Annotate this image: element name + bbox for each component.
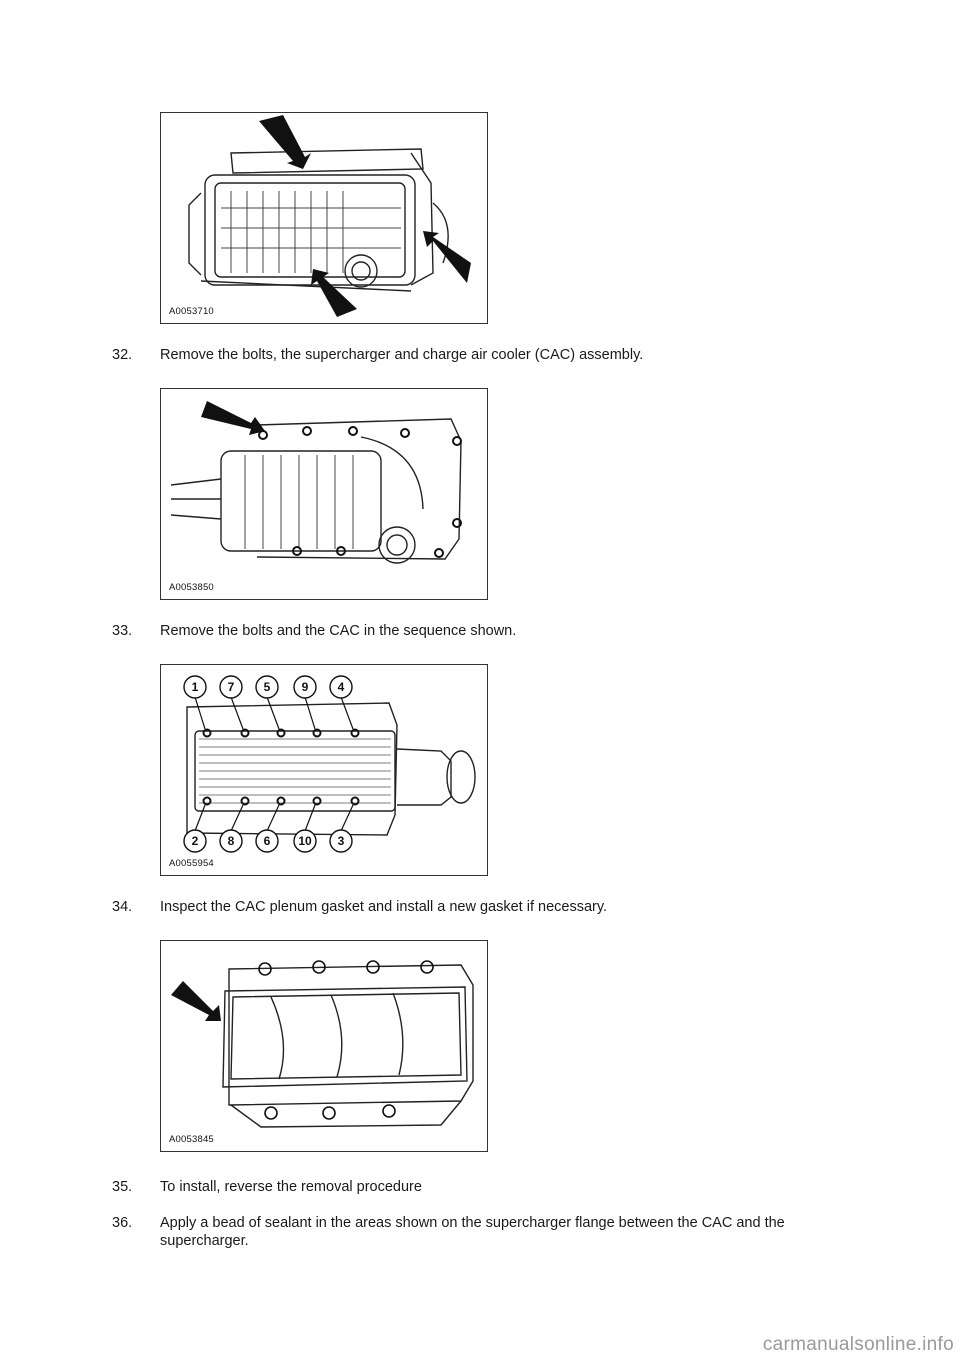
step-35: 35. To install, reverse the removal proc… <box>112 1178 852 1196</box>
callout-arrows <box>259 115 471 317</box>
step-34: 34. Inspect the CAC plenum gasket and in… <box>112 898 852 916</box>
step-number: 33. <box>112 623 133 639</box>
cac-bolt-sequence-illustration: 1 7 5 9 4 2 8 6 10 3 <box>183 675 476 853</box>
step-33: 33. Remove the bolts and the CAC in the … <box>112 622 852 640</box>
callout-label: 1 <box>192 680 199 694</box>
step-text: To install, reverse the removal procedur… <box>160 1179 422 1195</box>
callout-label: 8 <box>228 834 235 848</box>
callout-label: 7 <box>228 680 235 694</box>
step-text: Remove the bolts, the supercharger and c… <box>160 347 644 363</box>
callout-label: 2 <box>192 834 199 848</box>
figure-id: A0053845 <box>169 1134 214 1145</box>
figure-a0053850: A0053850 <box>160 388 488 600</box>
figure-a0053710: A0053710 <box>160 112 488 324</box>
step-text: Inspect the CAC plenum gasket and instal… <box>160 899 608 915</box>
callout-arrow <box>201 401 265 435</box>
figure-id: A0053850 <box>169 582 214 593</box>
figure-id: A0055954 <box>169 858 214 869</box>
watermark: carmanualsonline.info <box>762 1334 954 1355</box>
step-number: 32. <box>112 347 133 363</box>
step-text: Apply a bead of sealant in the areas sho… <box>160 1215 785 1249</box>
supercharger-cac-bolts-illustration <box>170 401 462 564</box>
callout-label: 4 <box>338 680 345 694</box>
step-number: 36. <box>112 1215 133 1231</box>
bolt-markers <box>202 728 360 806</box>
step-text: Remove the bolts and the CAC in the sequ… <box>160 623 517 639</box>
bolt-markers <box>258 426 462 558</box>
cac-plenum-gasket-illustration <box>171 960 474 1128</box>
callout-label: 10 <box>298 834 312 848</box>
step-number: 35. <box>112 1179 133 1195</box>
figure-a0055954: 1 7 5 9 4 2 8 6 10 3 A0055954 <box>160 664 488 876</box>
callout-label: 6 <box>264 834 271 848</box>
step-number: 34. <box>112 899 133 915</box>
callout-label: 5 <box>264 680 271 694</box>
callout-arrow <box>171 981 221 1021</box>
step-36: 36. Apply a bead of sealant in the areas… <box>112 1214 852 1250</box>
callout-label: 3 <box>338 834 345 848</box>
supercharger-assembly-illustration <box>188 115 471 317</box>
callout-label: 9 <box>302 680 309 694</box>
step-32: 32. Remove the bolts, the supercharger a… <box>112 346 852 364</box>
figure-id: A0053710 <box>169 306 214 317</box>
figure-a0053845: A0053845 <box>160 940 488 1152</box>
